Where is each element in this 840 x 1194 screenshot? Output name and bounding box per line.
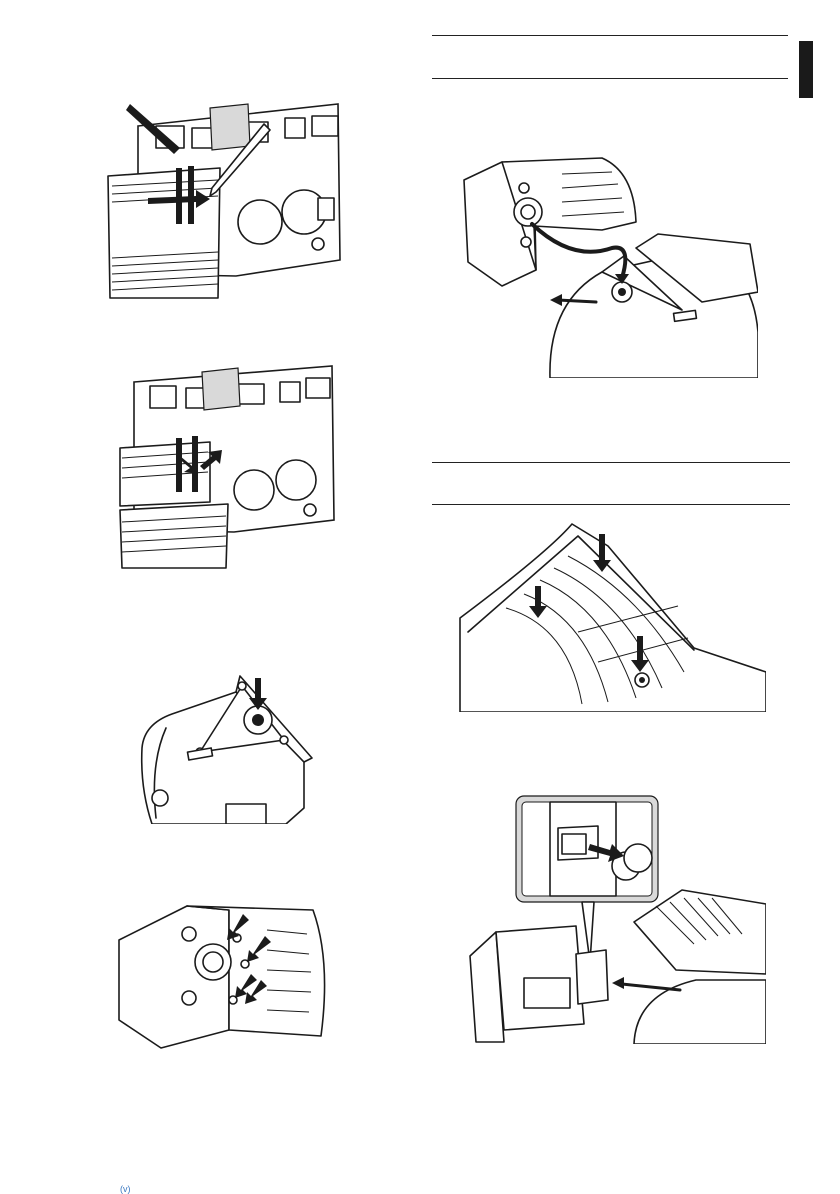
language-tab [799,41,813,98]
section-rule-top-1 [432,35,788,36]
speaker-hub-screw-illustration [136,668,320,824]
section-rule-mid-1 [432,462,790,463]
footer-mark: (v) [120,1184,131,1194]
connector-insert-detail-illustration [466,794,766,1044]
grille-clips-illustration [458,522,766,712]
ribbon-cable-reconnect-illustration [118,362,340,572]
section-rule-mid-2 [432,504,790,505]
speaker-cable-routing-illustration [462,152,758,378]
ribbon-cable-removal-illustration [100,98,362,308]
section-rule-top-2 [432,78,788,79]
speaker-front-screws-illustration [117,900,333,1050]
